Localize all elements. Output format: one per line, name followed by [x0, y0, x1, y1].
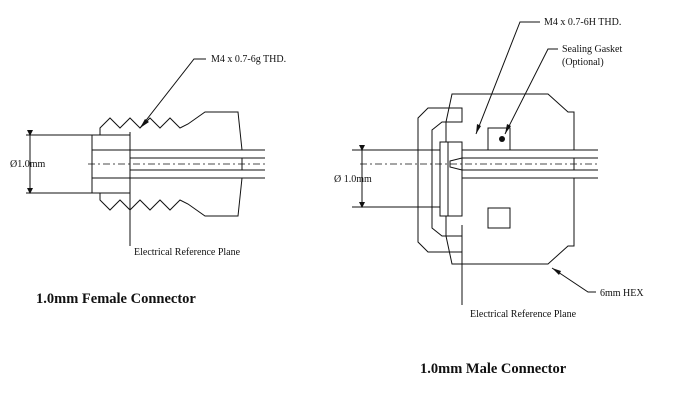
male-coupling-nut: [417, 107, 463, 253]
male-gasket-label-line2: (Optional): [562, 57, 604, 68]
male-gasket-leader: [504, 48, 558, 135]
female-body-lower: [99, 177, 243, 217]
male-connector-section: [352, 21, 600, 305]
female-body-upper: [99, 111, 243, 151]
male-thread-leader: [475, 21, 540, 135]
male-inner-sleeve: [439, 141, 463, 217]
female-connector-section: [26, 58, 265, 246]
male-gasket-label-line1: Sealing Gasket: [562, 44, 622, 55]
female-diameter-label: Ø1.0mm: [10, 159, 46, 170]
male-hex-label: 6mm HEX: [600, 288, 644, 299]
male-hex-leader: [551, 267, 596, 293]
female-title: 1.0mm Female Connector: [36, 291, 196, 307]
female-ref-plane-label: Electrical Reference Plane: [134, 247, 241, 258]
female-thread-leader: [139, 58, 206, 129]
sealing-gasket-oring: [499, 136, 505, 142]
male-thread-label: M4 x 0.7-6H THD.: [544, 17, 621, 28]
male-title: 1.0mm Male Connector: [420, 361, 567, 377]
male-diameter-label: Ø 1.0mm: [334, 174, 372, 185]
female-thread-label: M4 x 0.7-6g THD.: [211, 54, 286, 65]
male-ref-plane-label: Electrical Reference Plane: [470, 309, 577, 320]
sealing-gasket-lower: [487, 207, 511, 229]
sealing-gasket-upper: [487, 127, 511, 151]
